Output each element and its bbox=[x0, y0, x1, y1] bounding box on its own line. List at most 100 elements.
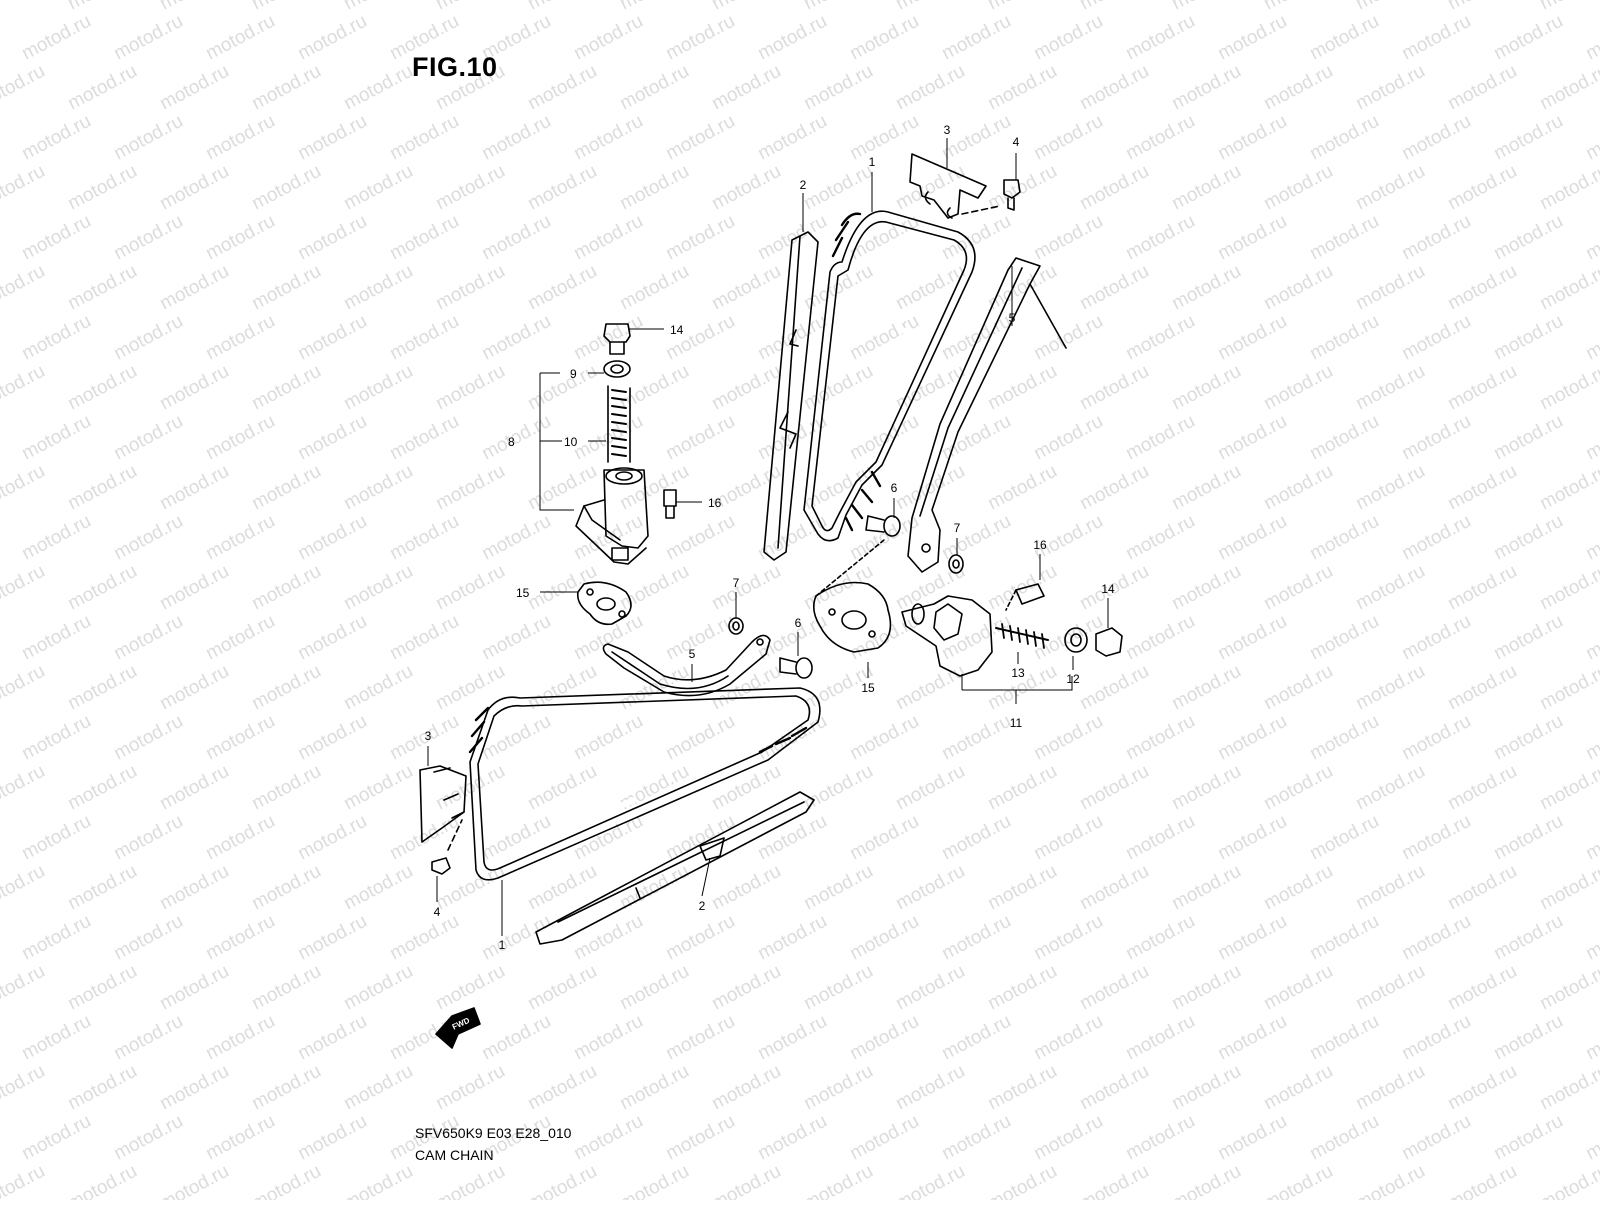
watermark-text: motod.ru bbox=[1260, 861, 1336, 915]
watermark-text: motod.ru bbox=[64, 461, 140, 515]
watermark-text: motod.ru bbox=[846, 1111, 922, 1165]
watermark-text: motod.ru bbox=[0, 361, 49, 415]
watermark-text: motod.ru bbox=[1076, 1161, 1152, 1200]
watermark-text: motod.ru bbox=[432, 0, 508, 14]
watermark-text: motod.ru bbox=[1444, 461, 1520, 515]
parts-drawing bbox=[419, 153, 1123, 1049]
callout-12: 12 bbox=[1066, 672, 1080, 686]
watermark-text: motod.ru bbox=[386, 111, 462, 165]
watermark-text: motod.ru bbox=[156, 561, 232, 615]
callout-15-upper: 15 bbox=[516, 586, 530, 600]
model-code: SFV650K9 E03 E28_010 bbox=[415, 1125, 572, 1141]
guide-bolt-lower-6 bbox=[779, 657, 813, 679]
watermark-text: motod.ru bbox=[1260, 461, 1336, 515]
watermark-text: motod.ru bbox=[616, 961, 692, 1015]
watermark-text: motod.ru bbox=[202, 11, 278, 65]
watermark-text: motod.ru bbox=[64, 961, 140, 1015]
watermark-text: motod.ru bbox=[662, 611, 738, 665]
watermark-text: motod.ru bbox=[0, 661, 49, 715]
watermark-text: motod.ru bbox=[1536, 161, 1600, 215]
watermark-text: motod.ru bbox=[1122, 1011, 1198, 1065]
watermark-text: motod.ru bbox=[1536, 61, 1600, 115]
watermark-text: motod.ru bbox=[18, 311, 94, 365]
watermark-text: motod.ru bbox=[708, 161, 784, 215]
watermark-text: motod.ru bbox=[892, 761, 968, 815]
watermark-text: motod.ru bbox=[1398, 411, 1474, 465]
watermark-text: motod.ru bbox=[1076, 261, 1152, 315]
watermark-text: motod.ru bbox=[432, 261, 508, 315]
watermark-text: motod.ru bbox=[1168, 861, 1244, 915]
watermark-text: motod.ru bbox=[110, 711, 186, 765]
watermark-text: motod.ru bbox=[340, 261, 416, 315]
watermark-text: motod.ru bbox=[156, 1161, 232, 1200]
watermark-text: motod.ru bbox=[1352, 61, 1428, 115]
watermark-text: motod.ru bbox=[1122, 111, 1198, 165]
watermark-text: motod.ru bbox=[708, 961, 784, 1015]
watermark-text: motod.ru bbox=[64, 1061, 140, 1115]
watermark-text: motod.ru bbox=[1490, 211, 1566, 265]
watermark-text: motod.ru bbox=[110, 411, 186, 465]
watermark-text: motod.ru bbox=[800, 1061, 876, 1115]
watermark-text: motod.ru bbox=[0, 161, 49, 215]
watermark-text: motod.ru bbox=[432, 161, 508, 215]
watermark-text: motod.ru bbox=[1582, 811, 1600, 865]
watermark-text: motod.ru bbox=[1582, 111, 1600, 165]
watermark-text: motod.ru bbox=[1536, 1161, 1600, 1200]
callout-14-upper: 14 bbox=[670, 323, 684, 337]
watermark-text: motod.ru bbox=[892, 961, 968, 1015]
watermark-text: motod.ru bbox=[156, 761, 232, 815]
watermark-text: motod.ru bbox=[616, 61, 692, 115]
watermark-text: motod.ru bbox=[892, 661, 968, 715]
watermark-text: motod.ru bbox=[892, 461, 968, 515]
fwd-arrow-icon bbox=[435, 1007, 481, 1049]
watermark-text: motod.ru bbox=[1168, 761, 1244, 815]
watermark-text: motod.ru bbox=[248, 361, 324, 415]
watermark-text: motod.ru bbox=[1030, 311, 1106, 365]
watermark-text: motod.ru bbox=[156, 61, 232, 115]
callout-2-upper: 2 bbox=[800, 178, 807, 192]
callout-7-lower: 7 bbox=[733, 576, 740, 590]
watermark-text: motod.ru bbox=[1536, 361, 1600, 415]
watermark-text: motod.ru bbox=[662, 811, 738, 865]
callout-8: 8 bbox=[508, 435, 515, 449]
watermark-text: motod.ru bbox=[64, 1161, 140, 1200]
watermark-text: motod.ru bbox=[708, 561, 784, 615]
watermark-text: motod.ru bbox=[110, 611, 186, 665]
watermark-text: motod.ru bbox=[340, 961, 416, 1015]
watermark-text: motod.ru bbox=[524, 761, 600, 815]
watermark-text: motod.ru bbox=[156, 961, 232, 1015]
watermark-text: motod.ru bbox=[938, 211, 1014, 265]
watermark-text: motod.ru bbox=[64, 0, 140, 14]
watermark-text: motod.ru bbox=[1076, 61, 1152, 115]
watermark-text: motod.ru bbox=[1168, 961, 1244, 1015]
watermark-text: motod.ru bbox=[1306, 11, 1382, 65]
watermark-text: motod.ru bbox=[294, 711, 370, 765]
watermark-text: motod.ru bbox=[1398, 511, 1474, 565]
watermark-text: motod.ru bbox=[892, 561, 968, 615]
watermark-text: motod.ru bbox=[1582, 1011, 1600, 1065]
watermark-text: motod.ru bbox=[64, 561, 140, 615]
watermark-text: motod.ru bbox=[248, 1161, 324, 1200]
watermark-text: motod.ru bbox=[1306, 1011, 1382, 1065]
watermark-text: motod.ru bbox=[1122, 511, 1198, 565]
watermark-text: motod.ru bbox=[294, 611, 370, 665]
watermark-text: motod.ru bbox=[846, 1011, 922, 1065]
watermark-text: motod.ru bbox=[340, 361, 416, 415]
watermark-text: motod.ru bbox=[202, 511, 278, 565]
watermark-text: motod.ru bbox=[708, 861, 784, 915]
watermark-text: motod.ru bbox=[938, 11, 1014, 65]
watermark-text: motod.ru bbox=[248, 961, 324, 1015]
watermark-text: motod.ru bbox=[662, 11, 738, 65]
tensioner-guide-lower bbox=[602, 634, 771, 697]
gasket-lower-15 bbox=[812, 539, 892, 653]
callout-14-lower: 14 bbox=[1101, 582, 1115, 596]
watermark-text: motod.ru bbox=[938, 811, 1014, 865]
watermark-text: motod.ru bbox=[846, 11, 922, 65]
watermark-text: motod.ru bbox=[478, 1011, 554, 1065]
watermark-text: motod.ru bbox=[432, 661, 508, 715]
watermark-text: motod.ru bbox=[156, 0, 232, 14]
watermark-text: motod.ru bbox=[1306, 411, 1382, 465]
watermark-text: motod.ru bbox=[1214, 211, 1290, 265]
watermark-text: motod.ru bbox=[1122, 711, 1198, 765]
